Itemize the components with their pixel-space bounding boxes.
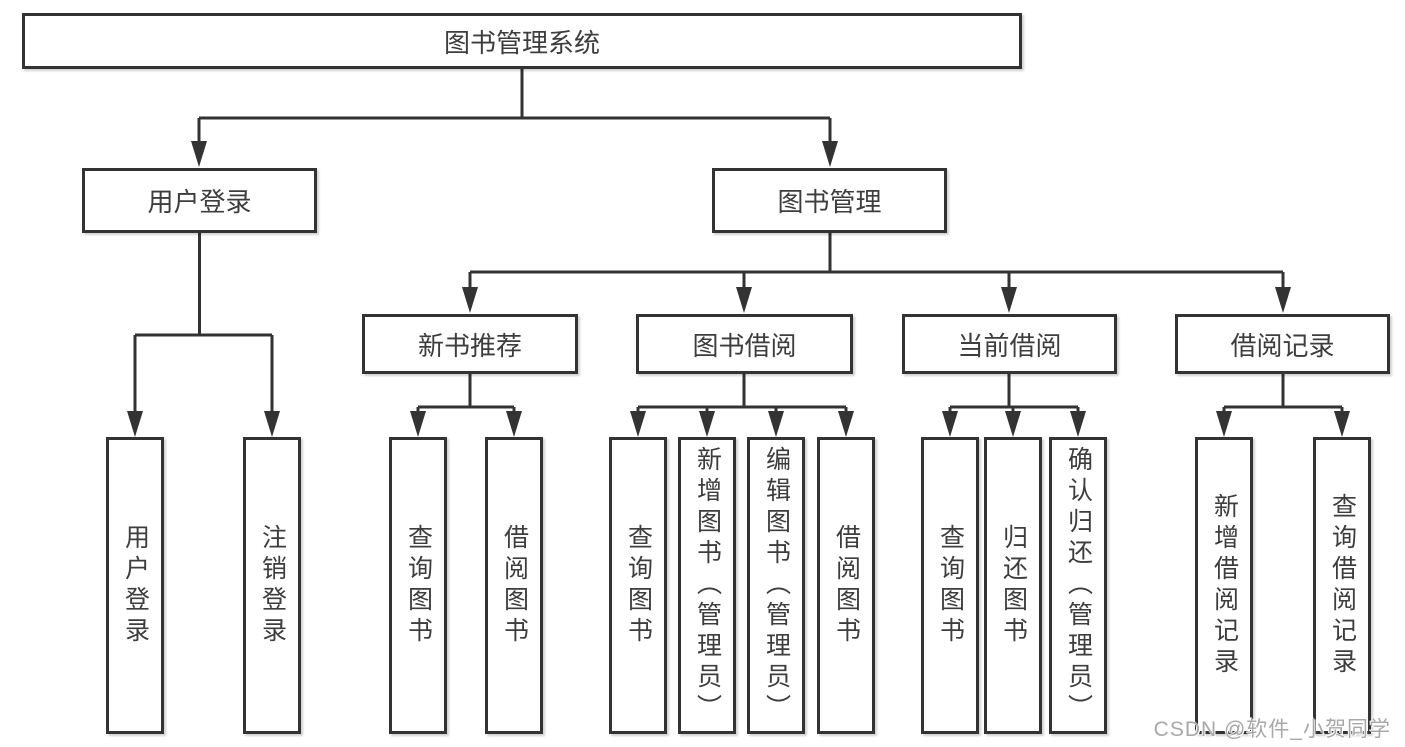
node-leaf-logout: 注销登录 [243,437,301,734]
node-leaf-confirm-return-admin: 确认归还（管理员） [1049,437,1107,734]
node-leaf-query-books-current: 查询图书 [921,437,979,734]
watermark-text: CSDN @软件_小贺同学 [1153,718,1391,741]
arrowheads [127,141,1350,437]
node-leaf-add-book-admin: 新增图书（管理员） [678,437,736,734]
node-new-book-recommendation: 新书推荐 [362,314,578,374]
node-leaf-query-books-recommend: 查询图书 [389,437,447,734]
node-leaf-edit-book-admin: 编辑图书（管理员） [747,437,805,734]
node-leaf-user-login: 用户登录 [106,437,164,734]
node-book-borrowing: 图书借阅 [636,314,853,374]
node-leaf-query-books-borrowing: 查询图书 [609,437,667,734]
node-user-login: 用户登录 [82,168,317,233]
node-leaf-add-borrow-record: 新增借阅记录 [1195,437,1253,734]
node-leaf-query-borrow-record: 查询借阅记录 [1313,437,1371,734]
node-current-borrowing: 当前借阅 [902,314,1117,374]
node-library-management-system: 图书管理系统 [22,13,1022,69]
node-book-management: 图书管理 [712,168,947,233]
node-borrowing-records: 借阅记录 [1175,314,1390,374]
node-leaf-borrow-books-recommend: 借阅图书 [485,437,543,734]
node-leaf-borrow-books: 借阅图书 [817,437,875,734]
node-leaf-return-books: 归还图书 [984,437,1042,734]
